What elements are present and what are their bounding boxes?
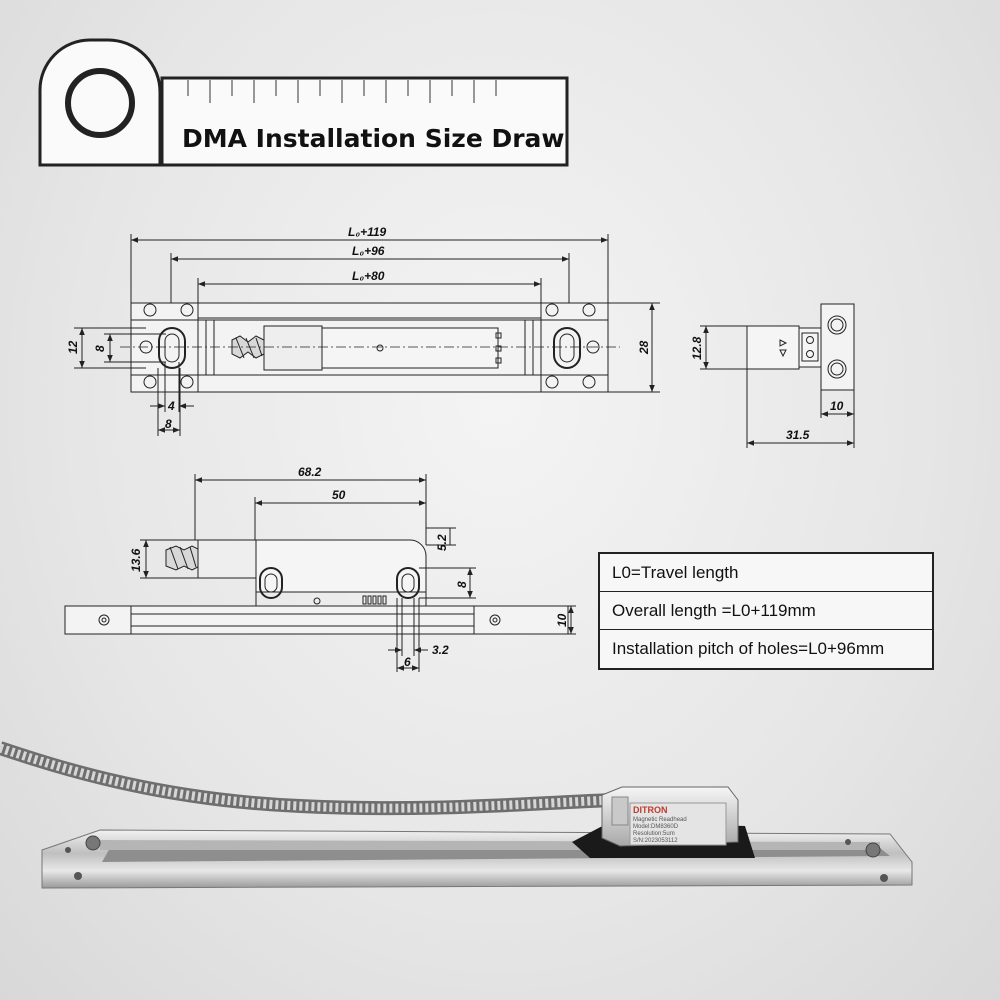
product-photo: DITRON Magnetic Readhead Model:DM8360D R… bbox=[0, 741, 913, 889]
side-view bbox=[64, 474, 576, 672]
mount-holes bbox=[139, 303, 600, 389]
page-title: DMA Installation Size Draw bbox=[182, 124, 565, 153]
dim-68-2: 68.2 bbox=[298, 465, 322, 479]
spec-row-pitch: Installation pitch of holes=L0+96mm bbox=[600, 630, 932, 668]
dim-inner-length: L₀+80 bbox=[352, 269, 385, 283]
dim-6: 6 bbox=[404, 655, 411, 669]
spec-overall-length: Overall length =L0+119mm bbox=[612, 600, 816, 620]
label-line-1: Magnetic Readhead bbox=[633, 817, 687, 823]
dim-8-side: 8 bbox=[455, 581, 469, 588]
spec-table: L0=Travel length Overall length =L0+119m… bbox=[598, 552, 934, 670]
connector-pins bbox=[362, 595, 387, 605]
top-view bbox=[74, 234, 660, 436]
dim-50: 50 bbox=[332, 488, 346, 502]
dim-8: 8 bbox=[93, 345, 107, 352]
readhead-label bbox=[629, 802, 727, 846]
label-line-3: Resolution:5um bbox=[633, 831, 675, 837]
ruler-ticks-icon bbox=[187, 80, 497, 103]
dim-overall-length: L₀+119 bbox=[348, 225, 387, 239]
dim-8-bottom: 8 bbox=[165, 417, 172, 431]
dim-31-5: 31.5 bbox=[786, 428, 810, 442]
dim-3-2: 3.2 bbox=[432, 643, 449, 657]
dim-13-6: 13.6 bbox=[129, 548, 143, 572]
dim-height-28: 28 bbox=[637, 340, 651, 355]
readhead-top bbox=[231, 325, 502, 371]
dim-10-end: 10 bbox=[830, 399, 844, 413]
header-badge: DMA Installation Size Draw bbox=[38, 38, 569, 167]
label-line-2: Model:DM8360D bbox=[633, 824, 679, 830]
spec-hole-pitch: Installation pitch of holes=L0+96mm bbox=[612, 639, 885, 658]
dim-12: 12 bbox=[66, 340, 80, 354]
spec-row-travel: L0=Travel length bbox=[600, 554, 932, 592]
spec-travel-length: L0=Travel length bbox=[612, 562, 739, 582]
dim-4: 4 bbox=[167, 399, 175, 413]
dim-12-8: 12.8 bbox=[690, 336, 704, 360]
label-line-4: S/N:2023053112 bbox=[633, 838, 678, 844]
brand-text: DITRON bbox=[633, 805, 668, 815]
header-circle-icon bbox=[65, 68, 135, 138]
spec-row-overall: Overall length =L0+119mm bbox=[600, 592, 932, 630]
dim-10-side: 10 bbox=[555, 613, 569, 627]
end-view bbox=[700, 303, 855, 448]
dim-hole-pitch: L₀+96 bbox=[352, 244, 385, 258]
dim-5-2: 5.2 bbox=[435, 534, 449, 551]
rail-mount-holes bbox=[65, 835, 888, 882]
